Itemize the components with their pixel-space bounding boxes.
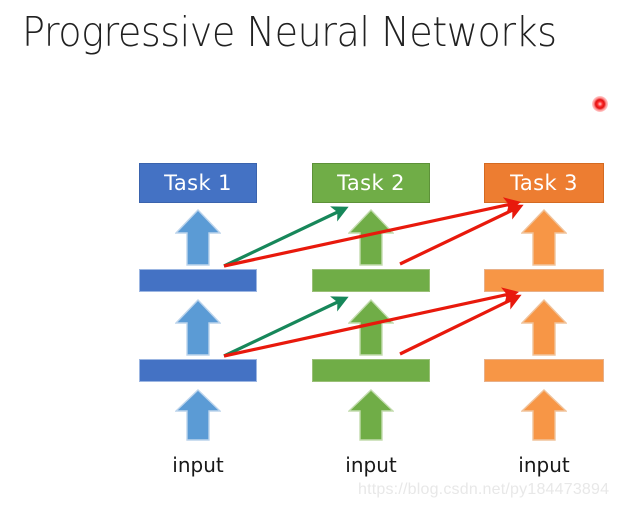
page-title: Progressive Neural Networks [22,8,557,56]
layer-bar-task1-level1 [139,359,257,382]
connector-task2-to-task3-lower [399,294,522,356]
laser-pointer-dot [592,96,608,112]
up-arrow-task2-level2 [348,299,394,356]
up-arrow-task1-input [175,389,221,441]
task-header-box-task1[interactable]: Task 1 [139,163,257,203]
input-label-task2: input [345,453,397,477]
layer-bar-task3-level2 [484,269,604,292]
layer-bar-task3-level1 [484,359,604,382]
input-label-task3: input [518,453,570,477]
task-header-box-task2[interactable]: Task 2 [312,163,430,203]
task-header-box-task3[interactable]: Task 3 [484,163,604,203]
connector-task2-to-task3-upper [399,204,524,266]
up-arrow-task2-input [348,389,394,441]
up-arrow-task3-level2 [521,299,567,356]
up-arrow-task3-input [521,389,567,441]
connector-task1-to-task2-lower [223,296,349,358]
watermark-text: https://blog.csdn.net/py184473894 [358,481,610,498]
up-arrow-task2-level3 [348,209,394,266]
layer-bar-task2-level2 [312,269,430,292]
up-arrow-task3-level3 [521,209,567,266]
layer-bar-task2-level1 [312,359,430,382]
up-arrow-task1-level3 [175,209,221,266]
layer-bar-task1-level2 [139,269,257,292]
up-arrow-task1-level2 [175,299,221,356]
connector-task1-to-task2-upper [223,206,349,268]
input-label-task1: input [172,453,224,477]
